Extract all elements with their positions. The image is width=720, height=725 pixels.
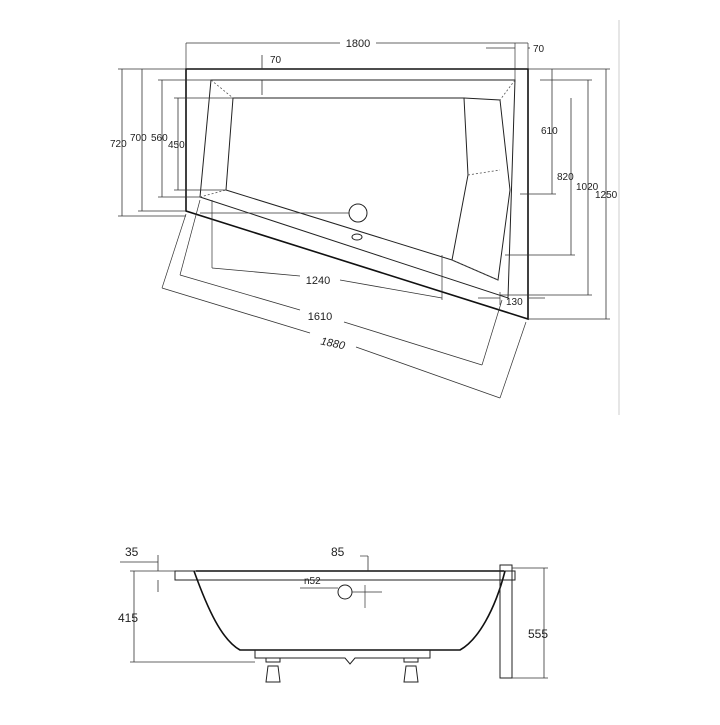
dim-label-35: 35	[125, 545, 139, 559]
dim-1880-line-b	[355, 346, 501, 399]
dim-label-555: 555	[528, 627, 548, 641]
dim-label-450: 450	[168, 140, 185, 151]
foot-right	[403, 665, 419, 683]
side-apron	[499, 564, 513, 679]
dim-label-820: 820	[557, 172, 574, 183]
bathtub-inner-rim	[199, 79, 516, 299]
bathtub-seat	[451, 97, 511, 281]
dim-label-560: 560	[151, 133, 168, 144]
dim-1880-line-a	[161, 287, 311, 334]
bathtub-basin	[225, 97, 469, 261]
dim-label-n52: n52	[304, 576, 321, 587]
foot-right-plate	[403, 657, 419, 663]
dim-1240-line-b	[339, 279, 443, 299]
dim-label-720: 720	[110, 139, 127, 150]
overflow-icon	[351, 233, 363, 241]
foot-left-plate	[265, 657, 281, 663]
corner-dash-3	[199, 189, 227, 198]
dim-label-85: 85	[331, 545, 345, 559]
side-basin	[193, 570, 506, 651]
foot-left	[265, 665, 281, 683]
dim-1240-line-a	[211, 267, 301, 277]
ext-1880-left	[161, 213, 187, 289]
dim-label-1240: 1240	[306, 275, 330, 287]
side-view: n52 35 85 415 555	[118, 545, 548, 683]
side-drain-icon	[337, 584, 353, 600]
dim-label-70-top: 70	[270, 55, 282, 66]
dim-label-700: 700	[130, 133, 147, 144]
corner-dash-1	[210, 79, 234, 99]
ext-1610-left	[179, 199, 201, 276]
side-base	[254, 650, 431, 665]
seat-dash-2	[451, 259, 499, 281]
dim-label-1020: 1020	[576, 182, 599, 193]
dim-label-1610: 1610	[308, 311, 332, 323]
dim-label-1250: 1250	[595, 190, 618, 201]
dim-1610-line-b	[343, 321, 483, 366]
dim-label-1800: 1800	[346, 38, 370, 50]
ext-1880-right	[499, 321, 527, 399]
dim-label-415: 415	[118, 611, 138, 625]
top-view: 1800 70 70 720 700 560 450 610	[110, 20, 620, 415]
dim-label-70-right: 70	[533, 44, 545, 55]
drain-icon	[348, 203, 368, 223]
dim-label-610: 610	[541, 126, 558, 137]
seat-dash-1	[467, 169, 501, 176]
dim-1610-line-a	[179, 274, 301, 311]
side-rim	[174, 570, 516, 581]
dim-label-130: 130	[506, 297, 523, 308]
corner-dash-2	[499, 79, 516, 101]
ext-1610-right	[481, 299, 503, 366]
dim-label-1880: 1880	[320, 336, 347, 353]
